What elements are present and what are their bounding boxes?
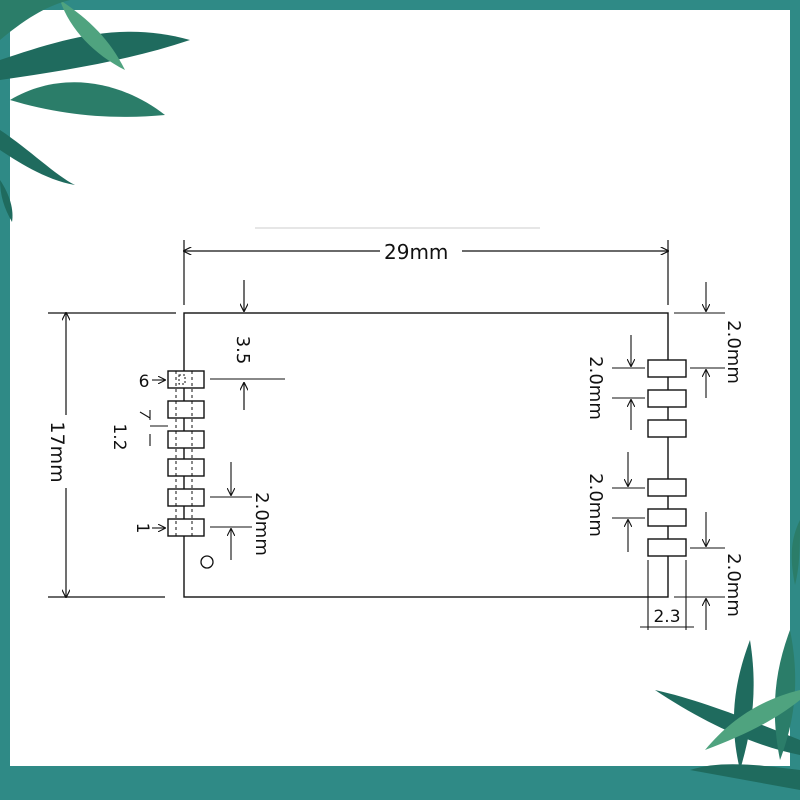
right-edge-top-dimension: 2.0mm — [674, 282, 744, 398]
pad-2 — [167, 488, 205, 507]
pin-label-1: 1 — [132, 523, 152, 534]
pad-gap-label: 1.2 — [109, 423, 129, 450]
right-pad-5 — [647, 508, 687, 527]
right-lower-pitch-dimension: 2.0mm — [585, 452, 645, 552]
height-dimension: 17mm — [46, 313, 176, 597]
leaf-cluster-bottom-right — [655, 520, 800, 790]
right-pad-3 — [647, 419, 687, 438]
pad-6 — [167, 370, 205, 389]
pin1-marker — [200, 555, 214, 569]
pin-label-6: 6 — [139, 372, 150, 392]
board-outline — [183, 312, 669, 598]
right-pad-1 — [647, 359, 687, 378]
right-lower-pitch-label: 2.0mm — [585, 473, 606, 537]
left-pad-column — [167, 370, 214, 569]
leaf-cluster-top-left — [0, 0, 190, 222]
left-pitch-dimension: 2.0mm — [210, 462, 272, 560]
pad-5 — [167, 400, 205, 419]
right-upper-pitch-dimension: 2.0mm — [585, 335, 645, 430]
right-pad-4 — [647, 478, 687, 497]
top-offset-label: 3.5 — [232, 336, 253, 365]
width-dimension: 29mm — [184, 240, 668, 305]
right-margin-dimension: 2.3 — [640, 560, 694, 630]
width-label: 29mm — [384, 240, 448, 264]
right-pad-6 — [647, 538, 687, 557]
left-pitch-label: 2.0mm — [251, 492, 272, 556]
pad-1 — [167, 518, 205, 537]
right-edge-top-label: 2.0mm — [723, 320, 744, 384]
pad-4 — [167, 430, 205, 449]
pad-gap-dimension: 1.2 — [109, 410, 168, 451]
height-label: 17mm — [46, 421, 68, 482]
drawing-panel — [10, 10, 790, 766]
right-margin-label: 2.3 — [653, 607, 680, 627]
top-offset-dimension: 3.5 — [210, 280, 285, 410]
pad-3 — [167, 458, 205, 477]
right-edge-bottom-label: 2.0mm — [723, 553, 744, 617]
right-edge-bottom-dimension: 2.0mm — [674, 512, 744, 630]
right-upper-pitch-label: 2.0mm — [585, 356, 606, 420]
right-pad-column — [647, 359, 687, 557]
right-pad-2 — [647, 389, 687, 408]
